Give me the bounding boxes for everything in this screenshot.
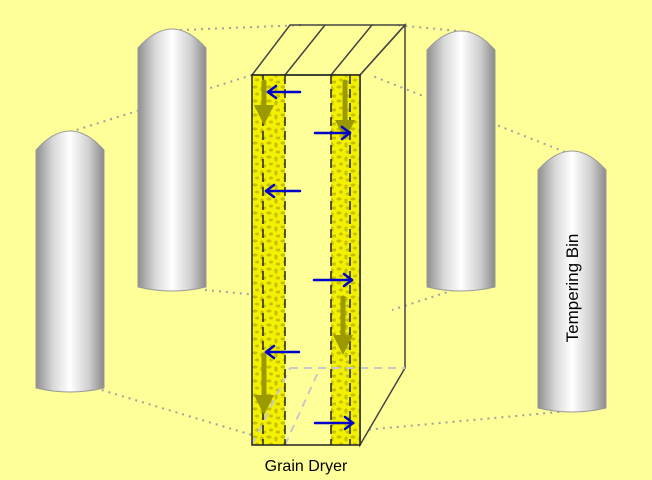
air-flow-arrows [264, 84, 355, 431]
tempering-bin-right-front: Tempering Bin [537, 150, 607, 413]
grain-column-left [252, 75, 285, 445]
tempering-bin-left-front [35, 130, 105, 393]
grain-dryer-label: Grain Dryer [265, 458, 348, 475]
air-flow-arrow-left [264, 344, 301, 360]
air-flow-arrow-right [313, 125, 352, 141]
tempering-bin-label: Tempering Bin [563, 234, 582, 343]
air-flow-arrow-right [313, 415, 355, 431]
tempering-bin-right-back [426, 30, 496, 292]
air-flow-arrow-left [266, 84, 302, 100]
air-flow-arrow-right [312, 272, 354, 288]
grain-flow-arrows [254, 79, 355, 415]
connector-lines [69, 24, 581, 436]
tempering-bin-left-back [137, 28, 207, 292]
grain-dryer [250, 23, 407, 448]
air-flow-arrow-left [264, 183, 302, 199]
dryer-side-face [359, 23, 406, 448]
